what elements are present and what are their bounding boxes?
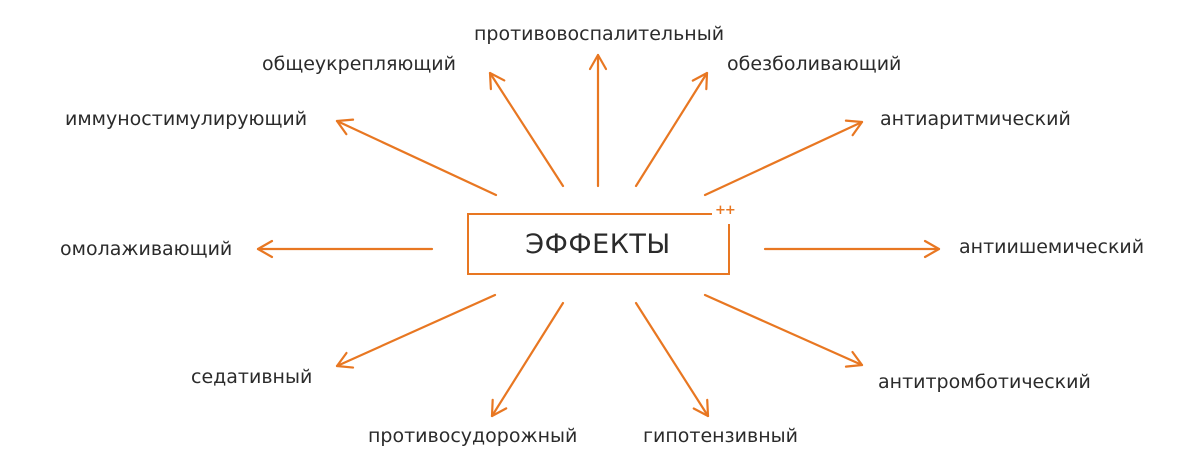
arrow-up-left-icon: [488, 71, 565, 188]
effect-label-left: омолаживающий: [60, 238, 233, 260]
arrow-up-right-icon: [634, 71, 709, 188]
effect-label-left-down: седативный: [191, 366, 313, 388]
center-box: ЭФФЕКТЫ: [467, 213, 729, 273]
effect-label-right: антиишемический: [959, 236, 1145, 258]
plus-mark-icon: ++: [715, 203, 736, 218]
arrow-down-left-icon: [490, 301, 565, 418]
effect-label-down-left: противосудорожный: [368, 425, 578, 447]
arrow-down-right-icon: [634, 301, 710, 418]
arrow-right-down-icon: [703, 293, 864, 368]
effect-label-right-down: антитромботический: [878, 371, 1091, 393]
arrow-left-up-icon: [335, 118, 498, 197]
arrow-left-down-icon: [335, 293, 497, 369]
effect-label-up-right: обезболивающий: [727, 53, 902, 75]
effect-label-left-up: иммуностимулирующий: [65, 108, 308, 130]
effect-label-up-left: общеукрепляющий: [262, 53, 456, 75]
effect-label-down-right: гипотензивный: [643, 425, 798, 447]
arrow-right-up-icon: [703, 119, 864, 197]
effect-label-up: противовоспалительный: [474, 23, 725, 45]
effect-label-right-up: антиаритмический: [880, 108, 1071, 130]
center-box-border: [467, 213, 730, 275]
center-title: ЭФФЕКТЫ: [525, 229, 671, 260]
